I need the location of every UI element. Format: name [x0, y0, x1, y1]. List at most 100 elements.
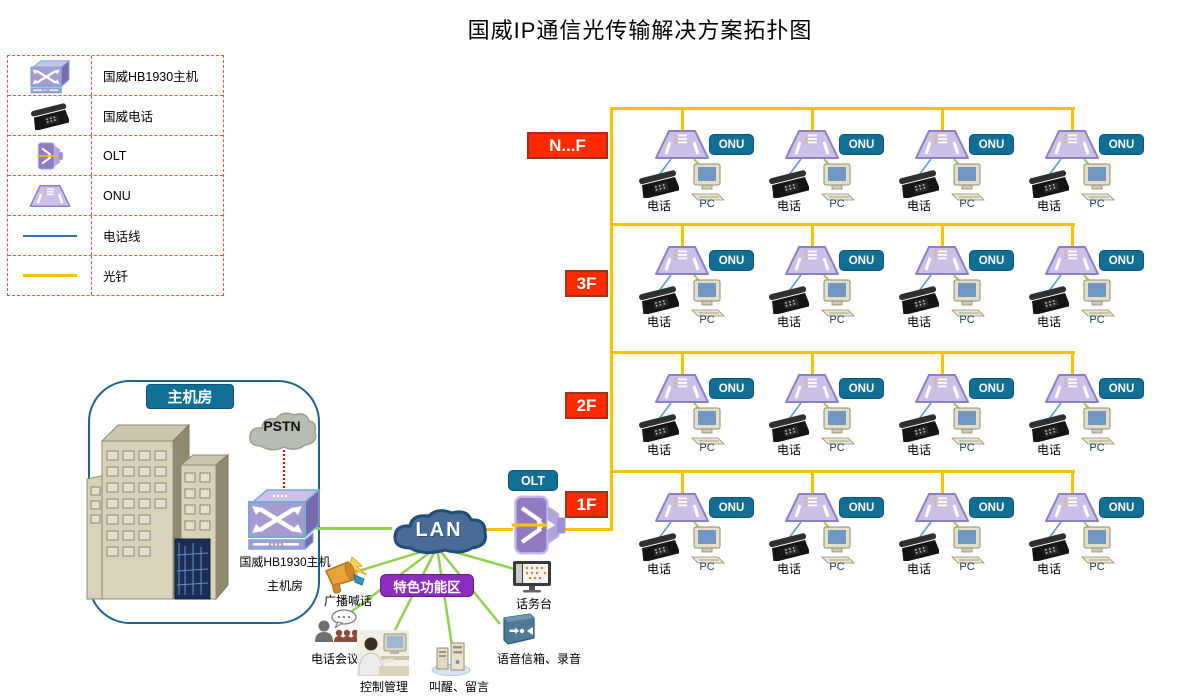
floor-label: 1F	[565, 491, 608, 518]
fiber-drop-line	[681, 109, 684, 131]
fiber-riser-line	[610, 107, 613, 531]
onu-icon	[1045, 246, 1099, 275]
pc-icon	[1081, 407, 1115, 445]
onu-icon	[915, 246, 969, 275]
onu-icon	[915, 130, 969, 159]
legend-label: OLT	[103, 148, 127, 163]
telephone-label: 电话	[906, 199, 931, 213]
pc-icon	[821, 279, 855, 317]
onu-label: ONU	[839, 497, 884, 518]
onu-label: ONU	[969, 497, 1014, 518]
onu-unit: ONU 电话	[623, 472, 758, 576]
telephone-icon	[639, 533, 679, 561]
onu-icon	[655, 130, 709, 159]
onu-label: ONU	[839, 378, 884, 399]
legend: 国威HB1930主机 国威电话	[7, 55, 224, 296]
telephone-icon	[899, 533, 939, 561]
onu-label: ONU	[969, 134, 1014, 155]
voicemail-record-icon	[503, 613, 535, 645]
onu-unit: ONU 电话	[883, 109, 1018, 213]
telephone-label: 电话	[776, 199, 801, 213]
onu-unit: ONU 电话	[753, 225, 888, 329]
telephone-icon	[639, 414, 679, 442]
onu-icon	[1045, 374, 1099, 403]
feature-label: 话务台	[515, 597, 552, 611]
telephone-icon	[639, 170, 679, 198]
telephone-label: 电话	[646, 315, 671, 329]
pc-icon	[1081, 526, 1115, 564]
pc-icon	[821, 407, 855, 445]
pc-label: PC	[699, 561, 715, 573]
olt-riser-fiber-line	[565, 528, 612, 531]
pc-label: PC	[1089, 442, 1105, 454]
switch-caption-line1: 国威HB1930主机	[239, 555, 331, 569]
onu-icon	[915, 374, 969, 403]
pc-icon	[691, 279, 725, 317]
onu-unit: ONU 电话	[753, 472, 888, 576]
fiber-drop-line	[681, 472, 684, 494]
pc-label: PC	[1089, 314, 1105, 326]
pc-icon	[1081, 279, 1115, 317]
floor-label: 2F	[565, 392, 608, 419]
onu-icon	[655, 493, 709, 522]
fiber-drop-line	[811, 353, 814, 375]
legend-label: 光钎	[103, 270, 129, 284]
fiber-drop-line	[941, 109, 944, 131]
feature-label: 语音信箱、录音	[496, 652, 581, 666]
telephone-icon	[769, 170, 809, 198]
olt-icon	[8, 136, 92, 175]
onu-unit: ONU 电话	[623, 353, 758, 457]
pc-label: PC	[829, 442, 845, 454]
switch-caption-line2: 主机房	[266, 579, 303, 593]
onu-unit: ONU 电话	[883, 472, 1018, 576]
telephone-label: 电话	[1036, 315, 1061, 329]
telephone-label: 电话	[906, 443, 931, 457]
pc-label: PC	[699, 314, 715, 326]
olt-icon	[511, 495, 566, 555]
telephone-icon	[769, 414, 809, 442]
onu-icon	[915, 493, 969, 522]
telephone-icon	[1029, 533, 1069, 561]
telephone-icon	[8, 96, 92, 135]
fiber-drop-line	[941, 353, 944, 375]
hb1930-switch-icon	[248, 488, 321, 551]
telephone-label: 电话	[1036, 443, 1061, 457]
pc-label: PC	[959, 198, 975, 210]
telephone-label: 电话	[906, 315, 931, 329]
legend-row-fiber: 光钎	[8, 256, 223, 295]
telephone-icon	[1029, 170, 1069, 198]
page-title: 国威IP通信光传输解决方案拓扑图	[467, 18, 813, 43]
control-desk-icon	[357, 630, 409, 676]
fiber-line-sample	[8, 256, 92, 295]
feature-zone-label: 特色功能区	[380, 574, 474, 597]
fiber-drop-line	[1071, 225, 1074, 247]
pc-label: PC	[959, 561, 975, 573]
onu-label: ONU	[1099, 378, 1144, 399]
fiber-drop-line	[811, 472, 814, 494]
pstn-cloud: PSTN	[246, 406, 318, 454]
lan-label: LAN	[415, 519, 463, 541]
onu-unit: ONU 电话	[1013, 109, 1148, 213]
telephone-icon	[769, 286, 809, 314]
feature-label: 叫醒、留言	[428, 680, 489, 694]
feature-label: 电话会议	[310, 652, 359, 666]
fiber-drop-line	[811, 225, 814, 247]
fiber-backbone-line	[610, 223, 1075, 226]
telephone-icon	[899, 414, 939, 442]
fiber-drop-line	[941, 472, 944, 494]
pc-icon	[1081, 163, 1115, 201]
legend-label: 国威电话	[103, 110, 154, 124]
feature-label: 控制管理	[359, 680, 408, 694]
telephone-label: 电话	[1036, 562, 1061, 576]
onu-unit: ONU 电话	[1013, 353, 1148, 457]
fiber-drop-line	[681, 225, 684, 247]
onu-label: ONU	[1099, 497, 1144, 518]
telephone-icon	[1029, 286, 1069, 314]
onu-icon	[785, 493, 839, 522]
pc-label: PC	[829, 561, 845, 573]
pc-label: PC	[829, 314, 845, 326]
onu-unit: ONU 电话	[883, 225, 1018, 329]
pc-label: PC	[959, 314, 975, 326]
floor-label: 3F	[565, 270, 608, 297]
